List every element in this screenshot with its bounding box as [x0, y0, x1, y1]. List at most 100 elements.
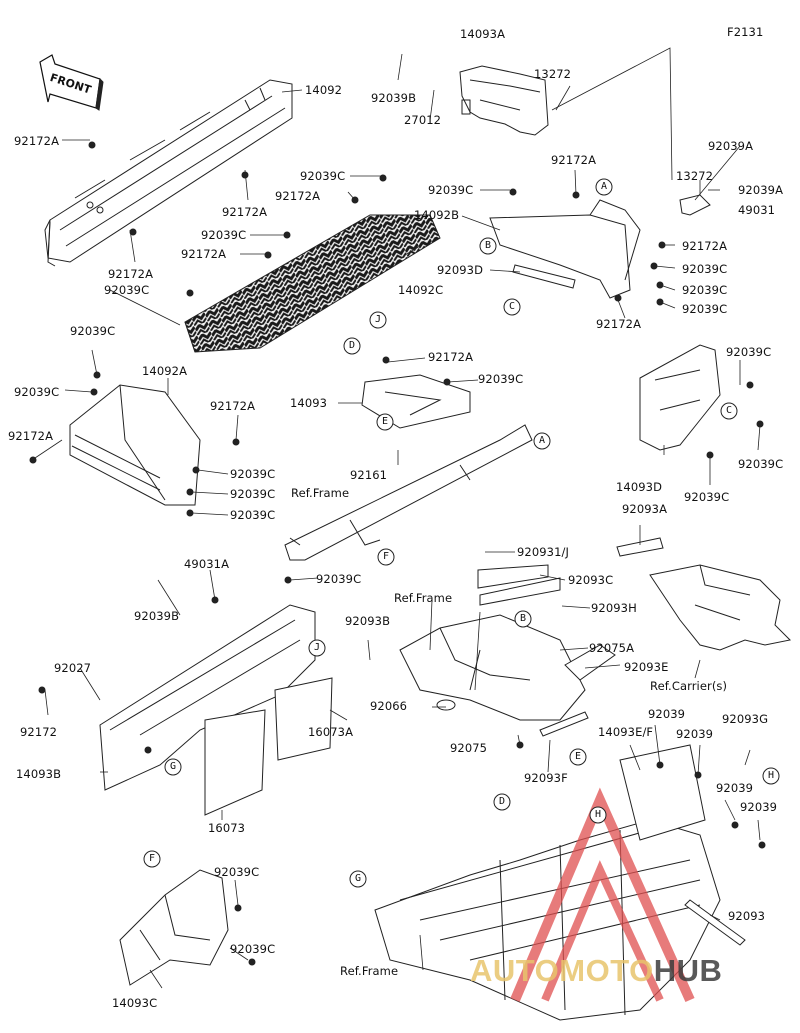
callout-letter: G [355, 873, 362, 884]
part-label: 92039C [230, 508, 276, 522]
part-label: 13272 [534, 67, 572, 81]
duct-14093A [459, 65, 549, 136]
part-label: 92039 [740, 800, 778, 814]
duct-14093D [639, 344, 721, 451]
bolt-icons [29, 141, 766, 966]
part-label: 92039C [316, 572, 362, 586]
part-label: 92039C [682, 302, 728, 316]
carrier-ref [649, 564, 792, 651]
callout-letter: J [375, 314, 382, 325]
part-label: 13272 [676, 169, 714, 183]
part-label: 14092 [305, 83, 343, 97]
callout-letter: D [499, 796, 506, 807]
figure-code: F2131 [727, 25, 764, 39]
panel-14092 [44, 79, 293, 267]
callout-letter: A [539, 435, 546, 446]
part-label: 92039C [738, 457, 784, 471]
ref-label: Ref.Frame [340, 964, 399, 978]
part-label: 92093B [345, 614, 391, 628]
callout-letter: C [509, 301, 516, 312]
part-label: 92093H [591, 601, 637, 615]
part-label: 92039C [428, 183, 474, 197]
bracket-49031 [679, 194, 711, 216]
callout-letter: J [314, 642, 321, 653]
frame-crossmember [284, 424, 533, 561]
watermark-part1: AUTOMOTO [470, 953, 654, 988]
part-label: 92093D [437, 263, 484, 277]
part-label: 92093G [722, 712, 769, 726]
part-label: 92093C [568, 573, 614, 587]
part-label: 92039C [201, 228, 247, 242]
ref-label: Ref.Carrier(s) [650, 679, 728, 693]
part-label: 92075 [450, 741, 488, 755]
part-label: 92172 [20, 725, 58, 739]
part-label: 92093F [524, 771, 568, 785]
duct-14093C [119, 869, 229, 986]
callout-letter: B [485, 240, 492, 251]
part-label: 92039 [716, 781, 754, 795]
part-label: 14093 [290, 396, 328, 410]
part-label: 92039C [104, 283, 150, 297]
callout-letter: D [349, 340, 356, 351]
panel-14092A [69, 384, 201, 506]
part-label: 92039C [478, 372, 524, 386]
part-label: 14093E/F [598, 725, 654, 739]
part-label: 92172A [210, 399, 256, 413]
callout-letter: G [170, 761, 177, 772]
bracket-14092B [489, 199, 641, 299]
part-label: 920931/J [517, 545, 569, 559]
part-label: 92039A [708, 139, 754, 153]
part-label: 92039A [738, 183, 784, 197]
part-label: 92093E [624, 660, 669, 674]
part-label: 27012 [404, 113, 442, 127]
watermark: AUTOMOTOHUB [470, 953, 722, 989]
part-label: 14093A [460, 27, 506, 41]
part-label: 92075A [589, 641, 635, 655]
front-arrow-icon [39, 54, 104, 111]
part-label: 16073A [308, 725, 354, 739]
part-label: 92172A [14, 134, 60, 148]
callout-circles [143, 178, 780, 888]
part-label: 92172A [275, 189, 321, 203]
part-label: 92172A [222, 205, 268, 219]
callout-letter: C [726, 405, 733, 416]
part-label: 14093C [112, 996, 158, 1010]
watermark-part2: HUB [653, 953, 723, 988]
part-label: 92039C [726, 345, 772, 359]
part-label: 16073 [208, 821, 246, 835]
part-label: 92039C [682, 262, 728, 276]
part-label: 92039C [230, 942, 276, 956]
part-label: 92172A [551, 153, 597, 167]
part-label: 14093B [16, 767, 62, 781]
part-label: 92039 [676, 727, 714, 741]
callout-letter: A [601, 181, 608, 192]
leader-lines [34, 47, 761, 989]
callout-letter: B [520, 613, 527, 624]
part-label: 92039C [214, 865, 260, 879]
frame-center [399, 537, 664, 737]
part-label: 49031A [184, 557, 230, 571]
part-label: 92172A [8, 429, 54, 443]
part-label: 92172A [108, 267, 154, 281]
part-label: 92039B [134, 609, 180, 623]
floor-mat-14092C [184, 214, 441, 353]
part-label: 92039C [684, 490, 730, 504]
part-label: 92093 [728, 909, 766, 923]
part-label: 14092B [414, 208, 460, 222]
part-label: 92172A [596, 317, 642, 331]
part-label: 14092A [142, 364, 188, 378]
part-label: 92039C [300, 169, 346, 183]
callout-letter: F [383, 551, 390, 562]
callout-letter: H [595, 809, 602, 820]
panel-14093B [99, 604, 333, 816]
callout-letter: E [382, 416, 389, 427]
part-label: 92161 [350, 468, 388, 482]
part-label: 92027 [54, 661, 92, 675]
part-label: 92039 [648, 707, 686, 721]
part-label: 92093A [622, 502, 668, 516]
part-label: 92039C [70, 324, 116, 338]
part-label: 14093D [616, 480, 663, 494]
part-label: 92039B [371, 91, 417, 105]
part-label: 92172A [428, 350, 474, 364]
